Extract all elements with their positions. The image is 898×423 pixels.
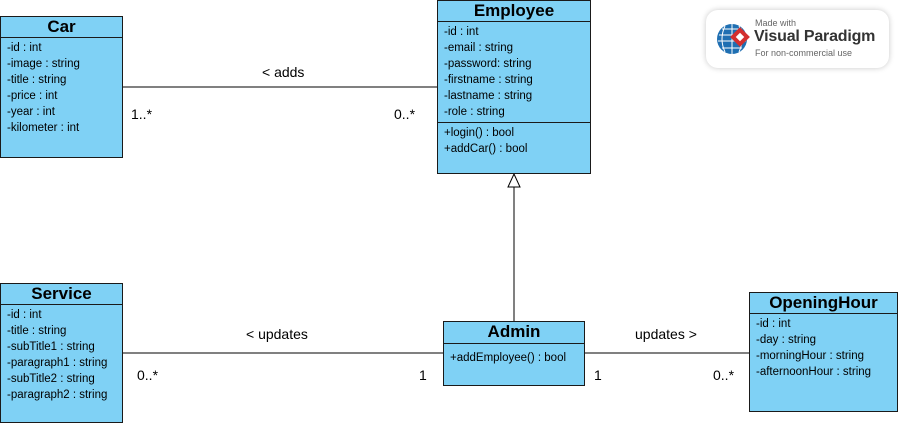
attribute-item: -day : string <box>756 334 817 346</box>
attribute-list: -id : int -title : string -subTitle1 : str… <box>1 305 122 405</box>
attribute-item: -id : int <box>7 42 42 54</box>
class-openinghour[interactable]: OpeningHour -id : int -day : string -morni… <box>749 292 898 412</box>
attribute-list: -id : int -image : string -title : string -… <box>1 38 122 138</box>
attribute-item: -id : int <box>444 26 479 38</box>
attribute-item: -morningHour : string <box>756 350 865 362</box>
operation-item: +login() : bool <box>444 127 514 139</box>
multiplicity-service: 0..* <box>137 367 159 383</box>
attribute-item: -title : string <box>7 74 67 86</box>
multiplicity-admin-left: 1 <box>419 367 427 383</box>
attribute-item: -afternoonHour : string <box>756 366 872 378</box>
operation-item: +addCar() : bool <box>444 143 528 155</box>
operation-list: +login() : bool +addCar() : bool <box>438 122 590 159</box>
visual-paradigm-badge: Made with Visual Paradigm For non-commer… <box>706 10 889 68</box>
attribute-item: -firstname : string <box>444 74 533 86</box>
attribute-item: -subTitle1 : string <box>7 341 95 353</box>
class-service[interactable]: Service -id : int -title : string -subTitl… <box>0 283 123 423</box>
multiplicity-admin-right: 1 <box>594 367 602 383</box>
association-label-updates-left: < updates <box>246 326 308 342</box>
attribute-item: -year : int <box>7 106 55 118</box>
multiplicity-employee: 0..* <box>394 106 416 122</box>
association-label-adds: < adds <box>262 64 305 80</box>
class-name: Service <box>1 284 122 305</box>
attribute-list: -id : int -day : string -morningHour : str… <box>750 314 897 382</box>
attribute-item: -title : string <box>7 325 67 337</box>
class-name: Car <box>1 17 122 38</box>
attribute-item: -id : int <box>756 318 791 330</box>
visual-paradigm-logo-icon <box>717 24 750 54</box>
class-name: Admin <box>444 322 584 344</box>
attribute-item: -image : string <box>7 58 80 70</box>
attribute-item: -lastname : string <box>444 90 533 102</box>
generalization-arrowhead <box>507 172 521 188</box>
multiplicity-car: 1..* <box>131 106 153 122</box>
operation-item: +addEmployee() : bool <box>450 352 567 364</box>
attribute-item: -paragraph2 : string <box>7 389 108 401</box>
attribute-item: -id : int <box>7 309 42 321</box>
attribute-item: -subTitle2 : string <box>7 373 95 385</box>
class-employee[interactable]: Employee -id : int -email : string -passwo… <box>437 0 591 174</box>
class-name: Employee <box>438 1 590 22</box>
attribute-item: -password: string <box>444 58 532 70</box>
attribute-item: -kilometer : int <box>7 122 80 134</box>
attribute-item: -email : string <box>444 42 514 54</box>
association-label-updates-right: updates > <box>635 326 697 342</box>
badge-brand-name: Visual Paradigm <box>754 28 876 45</box>
badge-made-with: Made with <box>755 18 797 28</box>
attribute-item: -role : string <box>444 106 505 118</box>
attribute-list: -id : int -email : string -password: strin… <box>438 22 590 122</box>
multiplicity-openinghour: 0..* <box>713 367 735 383</box>
class-admin[interactable]: Admin +addEmployee() : bool <box>443 321 585 386</box>
attribute-item: -paragraph1 : string <box>7 357 108 369</box>
class-car[interactable]: Car -id : int -image : string -title : str… <box>0 16 123 158</box>
operation-list: +addEmployee() : bool <box>444 344 584 368</box>
class-name: OpeningHour <box>750 293 897 314</box>
badge-license-note: For non-commercial use <box>755 48 853 58</box>
attribute-item: -price : int <box>7 90 58 102</box>
